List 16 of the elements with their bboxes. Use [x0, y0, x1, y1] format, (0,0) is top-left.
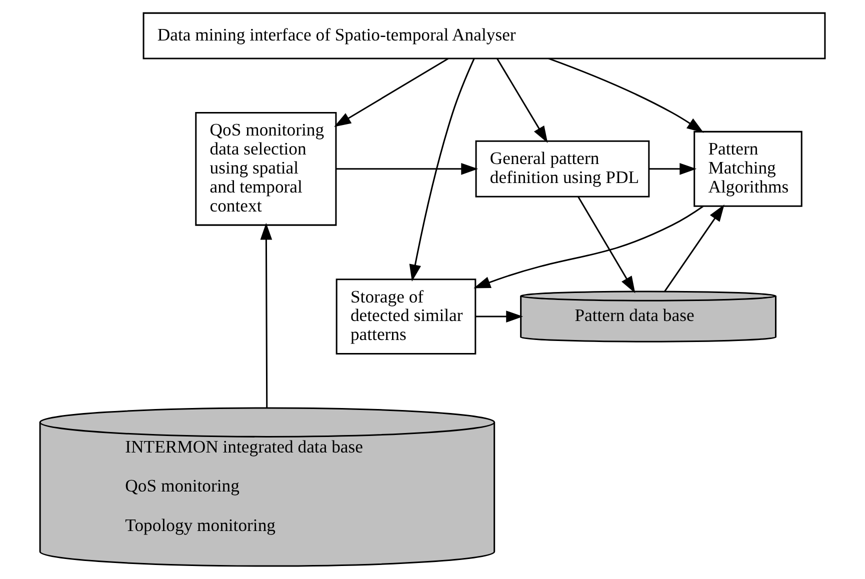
node-box: Data mining interface of Spatio-temporal Analyser: [142, 12, 826, 60]
arrow: [409, 58, 475, 282]
arrow: [260, 222, 272, 408]
arrow: [578, 196, 636, 294]
arrow: [474, 206, 704, 288]
arrow: [336, 162, 478, 175]
node-box: Pattern Matching Algorithms: [694, 130, 802, 207]
arrow: [664, 204, 724, 292]
arrow: [334, 58, 449, 127]
node-box: QoS monitoring data selection using spatial and temporal context: [195, 112, 337, 226]
arrow: [548, 58, 704, 133]
arrow: [496, 58, 548, 144]
arrow: [649, 162, 697, 175]
node-box: General pattern definition using PDL: [475, 140, 650, 198]
arrow: [476, 310, 524, 322]
node-box: Storage of detected similar patterns: [336, 278, 476, 355]
